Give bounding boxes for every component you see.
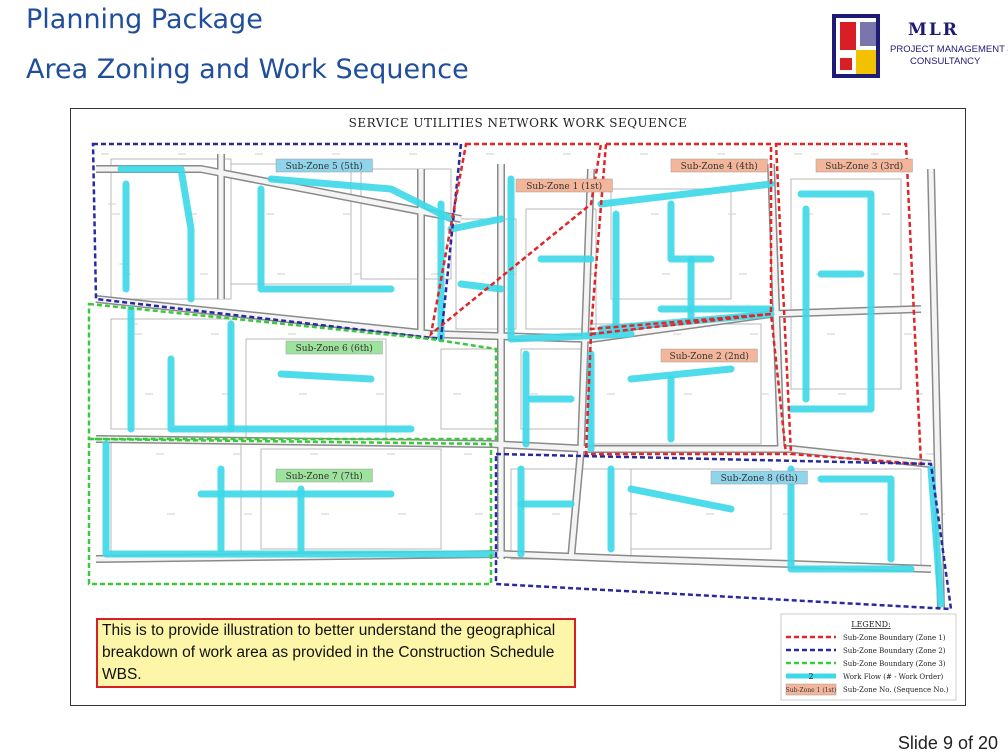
- subzone-label: Sub-Zone 3 (3rd): [825, 161, 903, 172]
- work-flow-path: [257, 185, 395, 293]
- boundary-subzone-1: [429, 142, 603, 338]
- work-flow-path: [787, 190, 875, 413]
- subzone-label: Sub-Zone 2 (2nd): [670, 351, 749, 362]
- work-flow-path: [277, 370, 375, 383]
- logo-mark-icon: [832, 14, 880, 78]
- subzone-label: Sub-Zone 6 (6th): [296, 343, 373, 354]
- work-flow-path: [447, 215, 505, 233]
- logo-brand-text: MLR: [908, 20, 959, 40]
- legend-label: Sub-Zone Boundary (Zone 3): [843, 660, 946, 668]
- slide-number: Slide 9 of 20: [897, 733, 998, 753]
- boundary-subzone-8: [494, 452, 953, 611]
- logo-subtitle-line2: CONSULTANCY: [910, 56, 981, 67]
- parcel-block: [610, 188, 732, 300]
- subzone-label-bg: [815, 158, 913, 173]
- boundary-subzone-4: [589, 142, 773, 331]
- parcel-block: [525, 208, 597, 330]
- parcel-block: [630, 468, 772, 550]
- legend-label: Sub-Zone No. (Sequence No.): [843, 686, 949, 694]
- subzone-label: Sub-Zone 8 (6th): [721, 473, 798, 484]
- work-flow-path: [457, 280, 505, 293]
- company-logo: MLR PROJECT MANAGEMENT & CONSULTANCY: [832, 14, 1008, 80]
- subzone-label-bg: [275, 468, 373, 483]
- parcel-block: [260, 448, 442, 550]
- subzone-label-bg: [515, 178, 613, 193]
- boundary-subzone-6: [87, 302, 498, 441]
- boundary-subzone-2: [584, 312, 788, 456]
- legend-label: Sub-Zone Boundary (Zone 2): [843, 647, 946, 655]
- work-flow-path: [167, 355, 415, 433]
- subzone-label-bg: [710, 470, 808, 485]
- road-surface: [95, 436, 932, 467]
- work-flow-path: [817, 475, 895, 563]
- work-flow-path: [627, 365, 735, 383]
- subzone-label-bg: [275, 158, 373, 173]
- parcel-block: [520, 348, 582, 430]
- work-flow-path: [627, 485, 735, 513]
- work-flow-path: [117, 165, 195, 303]
- subzone-label-bg: [660, 348, 758, 363]
- parcel-block: [590, 323, 762, 445]
- page-title: Planning Package: [26, 4, 263, 35]
- legend-marker: Sub-Zone 1 (1st): [786, 687, 837, 694]
- parcel-block: [440, 348, 502, 430]
- page-subtitle: Area Zoning and Work Sequence: [26, 54, 469, 85]
- subzone-label: Sub-Zone 7 (7th): [286, 471, 363, 482]
- legend-swatch: [785, 683, 837, 696]
- parcel-block: [790, 468, 922, 570]
- legend-label: Work Flow (# - Work Order): [843, 673, 943, 681]
- legend-marker: 2: [808, 672, 813, 681]
- work-sequence-map: SERVICE UTILITIES NETWORK WORK SEQUENCE S…: [70, 108, 966, 706]
- map-title: SERVICE UTILITIES NETWORK WORK SEQUENCE: [349, 116, 688, 130]
- parcel-block: [790, 178, 902, 390]
- work-flow-path: [102, 440, 495, 558]
- legend-title: LEGEND:: [851, 620, 891, 629]
- legend-label: Sub-Zone Boundary (Zone 1): [843, 634, 946, 642]
- work-flow-path: [787, 465, 915, 573]
- subzone-label-bg: [285, 340, 383, 355]
- boundary-subzone-7: [87, 437, 493, 586]
- boundary-subzone-5: [91, 142, 463, 341]
- work-flow-path: [927, 465, 945, 608]
- subzone-label-bg: [670, 158, 768, 173]
- map-drawing: SERVICE UTILITIES NETWORK WORK SEQUENCE S…: [87, 116, 957, 701]
- subzone-label: Sub-Zone 1 (1st): [526, 181, 602, 192]
- parcel-block: [455, 218, 517, 330]
- work-flow-path: [267, 175, 455, 223]
- work-flow-path: [597, 180, 775, 208]
- logo-subtitle-line1: PROJECT MANAGEMENT &: [890, 44, 1008, 55]
- work-flow-path: [667, 200, 715, 263]
- subzone-label: Sub-Zone 4 (4th): [681, 161, 758, 172]
- explanatory-note: This is to provide illustration to bette…: [96, 618, 576, 688]
- subzone-label: Sub-Zone 5 (5th): [286, 161, 363, 172]
